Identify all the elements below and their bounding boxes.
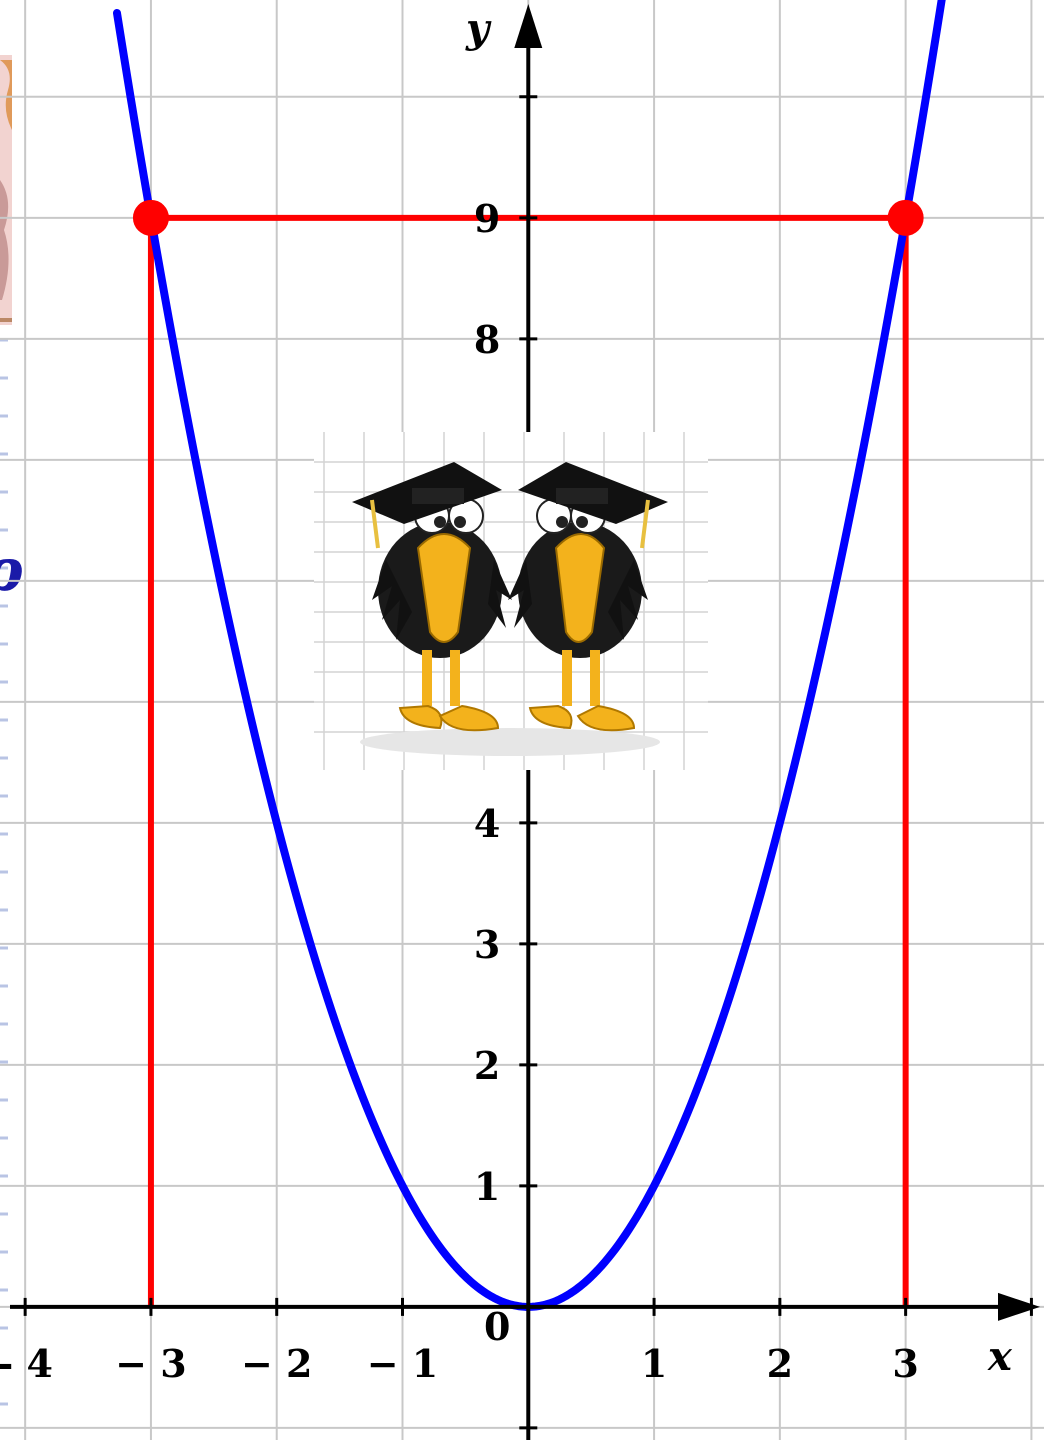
x-tick-label: − 2: [241, 1341, 313, 1386]
y-axis-label: y: [465, 5, 492, 52]
x-tick-label: − 1: [367, 1341, 439, 1386]
x-tick-label: - 4: [0, 1341, 53, 1386]
left-edge-decor: [0, 55, 12, 325]
left-edge-dashes: [0, 338, 8, 1406]
two-graduate-crows-image: [314, 432, 708, 770]
origin-label: 0: [484, 1304, 510, 1349]
y-tick-label: 8: [474, 317, 500, 362]
right-crow-icon: [508, 462, 668, 732]
highlighted-point: [887, 199, 924, 236]
y-tick-label: 3: [474, 922, 500, 967]
y-tick-labels: 1 2 3 4 8 9: [474, 196, 500, 1209]
y-tick-label: 1: [474, 1164, 500, 1209]
highlighted-points: [132, 199, 924, 236]
x-tick-label: 1: [641, 1341, 667, 1386]
y-axis-arrow-icon: [514, 4, 543, 48]
x-axis-label: x: [987, 1333, 1013, 1380]
y-tick-label: 4: [474, 801, 500, 846]
x-axis-arrow-icon: [998, 1292, 1040, 1321]
x-tick-labels: - 4 − 3 − 2 − 1 1 2 3: [0, 1341, 919, 1386]
y-tick-label: 9: [474, 196, 500, 241]
side-decor-letter: ρ: [0, 536, 23, 604]
x-tick-label: 2: [767, 1341, 793, 1386]
left-crow-icon: [352, 462, 512, 732]
highlighted-point: [132, 199, 169, 236]
y-tick-label: 2: [474, 1043, 500, 1088]
x-tick-label: − 3: [115, 1341, 187, 1386]
x-tick-label: 3: [892, 1341, 918, 1386]
